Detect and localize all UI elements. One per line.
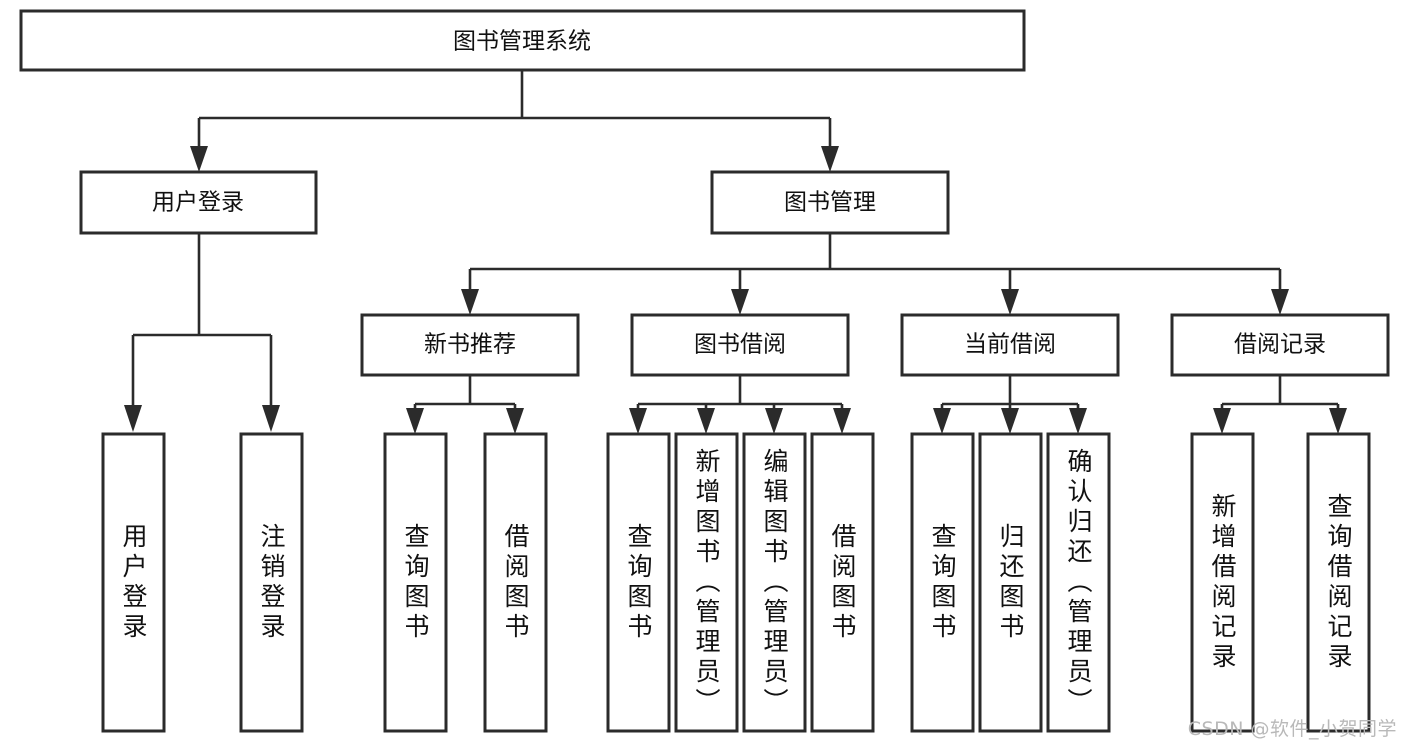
arrow-head-icon bbox=[506, 408, 524, 434]
arrow-head-icon bbox=[124, 405, 142, 432]
node-current-borrow-label: 当前借阅 bbox=[964, 332, 1056, 358]
leaf-node[interactable] bbox=[978, 432, 1043, 733]
arrow-head-icon bbox=[833, 408, 851, 434]
leaf-node[interactable] bbox=[742, 432, 807, 733]
arrow-head-icon bbox=[765, 408, 783, 434]
arrow-head-icon bbox=[1001, 289, 1019, 315]
leaf-node[interactable] bbox=[606, 432, 671, 733]
arrow-head-icon bbox=[1213, 408, 1231, 434]
node-book-management-label: 图书管理 bbox=[784, 190, 876, 216]
arrow-head-icon bbox=[1271, 289, 1289, 315]
arrow-head-icon bbox=[821, 146, 839, 172]
connector-bookmgmt-to-level3 bbox=[461, 233, 1289, 315]
connector-root-to-level2 bbox=[190, 70, 839, 172]
node-new-book-recommend-label: 新书推荐 bbox=[424, 332, 516, 358]
node-borrow-record-label: 借阅记录 bbox=[1234, 332, 1326, 358]
arrow-head-icon bbox=[697, 408, 715, 434]
connector-borrowrecord-to-leaves bbox=[1213, 375, 1347, 434]
node-user-login-label: 用户登录 bbox=[152, 190, 244, 216]
arrow-head-icon bbox=[1001, 408, 1019, 434]
leaf-node[interactable] bbox=[1046, 432, 1111, 733]
connector-bookborrow-to-leaves bbox=[629, 375, 851, 434]
node-book-borrow-label: 图书借阅 bbox=[694, 332, 786, 358]
leaf-node[interactable] bbox=[239, 432, 304, 733]
leaf-node[interactable] bbox=[1306, 432, 1371, 733]
node-book-borrow[interactable]: 图书借阅 bbox=[630, 313, 850, 377]
connector-currentborrow-to-leaves bbox=[933, 375, 1087, 434]
arrow-head-icon bbox=[1329, 408, 1347, 434]
arrow-head-icon bbox=[262, 405, 280, 432]
connector-userlogin-to-leaves bbox=[124, 233, 280, 432]
leaf-node[interactable] bbox=[674, 432, 739, 733]
leaf-node[interactable] bbox=[483, 432, 548, 733]
node-user-login[interactable]: 用户登录 bbox=[79, 170, 318, 235]
connector-newbook-to-leaves bbox=[406, 375, 524, 434]
leaf-node[interactable] bbox=[101, 432, 166, 733]
node-book-management[interactable]: 图书管理 bbox=[710, 170, 950, 235]
arrow-head-icon bbox=[461, 289, 479, 315]
leaf-node[interactable] bbox=[383, 432, 448, 733]
node-root-label: 图书管理系统 bbox=[453, 29, 591, 55]
arrow-head-icon bbox=[933, 408, 951, 434]
arrow-head-icon bbox=[406, 408, 424, 434]
node-current-borrow[interactable]: 当前借阅 bbox=[900, 313, 1120, 377]
arrow-head-icon bbox=[629, 408, 647, 434]
arrow-head-icon bbox=[1069, 408, 1087, 434]
node-root[interactable]: 图书管理系统 bbox=[19, 9, 1026, 72]
arrow-head-icon bbox=[731, 289, 749, 315]
leaf-node[interactable] bbox=[910, 432, 975, 733]
leaf-node[interactable] bbox=[1190, 432, 1255, 733]
node-borrow-record[interactable]: 借阅记录 bbox=[1170, 313, 1390, 377]
leaf-node[interactable] bbox=[810, 432, 875, 733]
watermark: CSDN @软件_小贺同学 bbox=[1187, 718, 1397, 740]
arrow-head-icon bbox=[190, 146, 208, 172]
node-new-book-recommend[interactable]: 新书推荐 bbox=[360, 313, 580, 377]
